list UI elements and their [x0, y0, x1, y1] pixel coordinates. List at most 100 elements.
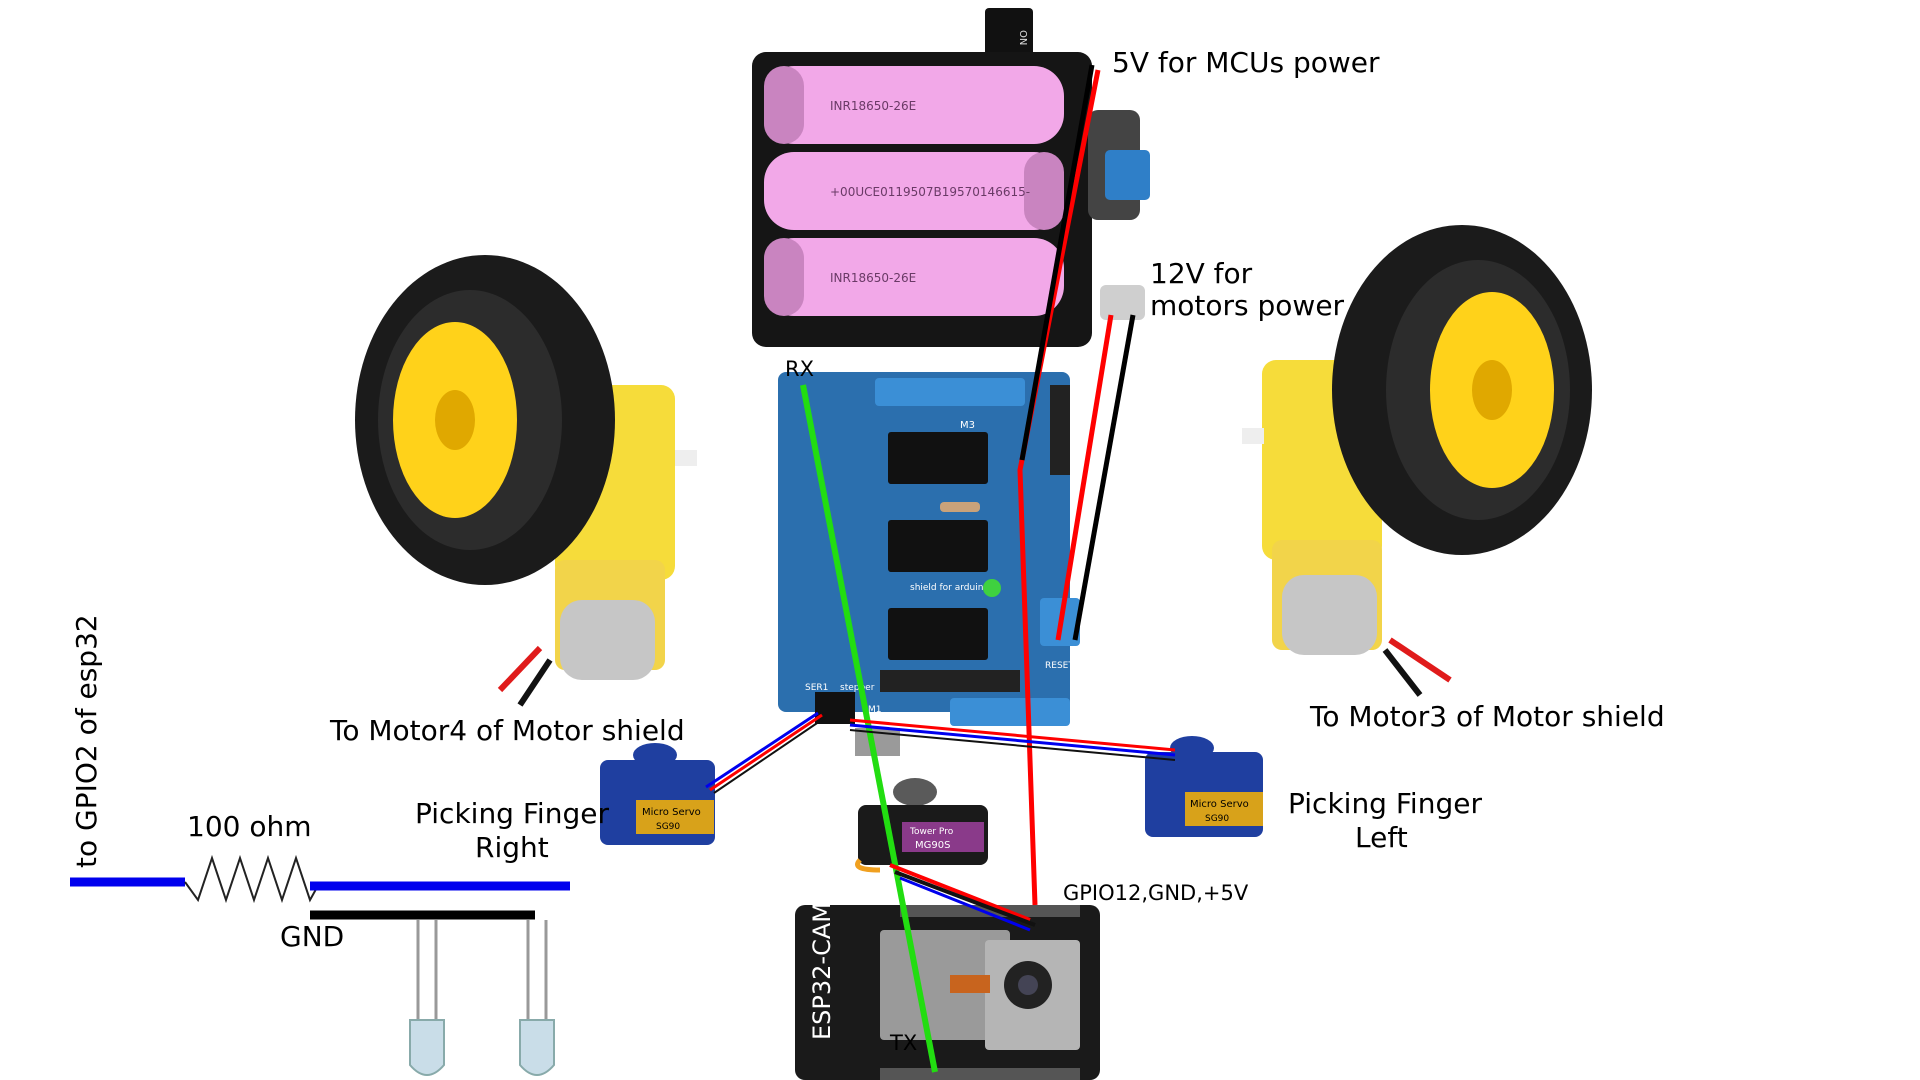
battery-cell-text: +00UCE0119507B19570146615-	[830, 185, 1030, 199]
label-mcu-power: 5V for MCUs power	[1112, 46, 1380, 79]
power-led	[983, 579, 1001, 597]
terminal-block-bottom	[950, 698, 1070, 726]
led-body	[409, 1019, 445, 1076]
servo-brand: Micro Servo	[1190, 799, 1249, 810]
battery-cell	[764, 152, 1064, 230]
driver-ic	[888, 520, 988, 572]
battery-cell	[764, 66, 1064, 144]
terminal-block-top	[875, 378, 1025, 406]
servo-label-plate	[902, 822, 984, 852]
shield-m3-label: M3	[960, 420, 975, 431]
battery-pack: ON INR18650-26E +00UCE0119507B1957014661…	[752, 8, 1150, 347]
camera-ribbon	[950, 975, 990, 993]
annotations: 5V for MCUs power 12V for motors power R…	[70, 46, 1665, 1055]
shield-reset-label: RESET	[1045, 661, 1074, 671]
battery-cell	[764, 238, 1064, 316]
driver-ic	[888, 432, 988, 484]
battery-switch	[985, 8, 1033, 58]
label-resistor: 100 ohm	[187, 810, 312, 843]
switch-on-label: ON	[1017, 30, 1028, 45]
motor-shield: M3 shield for arduino RESET M1 SER1 step…	[778, 372, 1080, 756]
led-body	[519, 1019, 555, 1076]
wire-gpio12-red	[889, 863, 1031, 922]
wire-12v-ground	[1072, 314, 1136, 641]
label-finger-right-line2: Right	[475, 831, 549, 864]
wire-servo-right-blue	[705, 711, 819, 789]
servo-model: MG90S	[915, 840, 950, 851]
esp-board-label: ESP32-CAM	[808, 902, 836, 1040]
wire-servo-left-blue	[849, 723, 1176, 757]
servo-label-plate	[1185, 792, 1263, 826]
label-finger-left-line1: Picking Finger	[1288, 787, 1482, 820]
wire-gpio12-black	[894, 870, 1036, 927]
motor-shaft	[675, 450, 697, 466]
wheel-center	[1472, 360, 1512, 420]
ir-led-right	[409, 920, 445, 1076]
wire-servo-right-red	[709, 713, 823, 792]
ir-led-left	[519, 920, 555, 1076]
battery-power-terminal	[1100, 285, 1145, 320]
label-finger-left-line2: Left	[1355, 821, 1408, 854]
motor3-red-lead	[1388, 637, 1452, 683]
wires	[705, 64, 1176, 1073]
left-wheel-motor	[355, 255, 697, 707]
right-wheel-motor	[1242, 225, 1592, 697]
battery-side-connector	[1105, 150, 1150, 200]
shield-m1-label: M1	[868, 705, 882, 715]
servo-lead	[855, 858, 881, 873]
servo-horn	[893, 778, 937, 806]
label-motor3: To Motor3 of Motor shield	[1309, 700, 1665, 733]
motor3-black-lead	[1382, 648, 1423, 697]
servo-brand: Tower Pro	[909, 827, 954, 837]
motor4-red-lead	[497, 645, 543, 693]
esp32-cam-board: ESP32-CAM	[795, 902, 1100, 1080]
servo-header	[815, 692, 855, 724]
label-rx: RX	[785, 357, 814, 381]
wire-servo-left-red	[849, 718, 1176, 752]
esp-pin-header-top	[900, 905, 1080, 917]
wire-5v-ground	[1019, 64, 1095, 461]
battery-cell-cap	[1024, 152, 1064, 230]
bottom-header	[880, 670, 1020, 692]
servo-brand: Micro Servo	[642, 807, 701, 818]
label-tx: TX	[889, 1031, 917, 1055]
wheel-center	[435, 390, 475, 450]
servo-center: Tower Pro MG90S	[855, 778, 988, 873]
wire-gpio12-blue	[899, 876, 1031, 932]
label-motor-power-line1: 12V for	[1150, 257, 1253, 290]
servo-model: SG90	[1205, 814, 1229, 824]
battery-cell-text: INR18650-26E	[830, 99, 916, 113]
motor-shaft	[1242, 428, 1264, 444]
label-gpio-pins: GPIO12,GND,+5V	[1063, 881, 1249, 905]
wire-12v-positive	[1055, 314, 1114, 641]
dc-motor-can	[1282, 575, 1377, 655]
shield-stepper-label: stepper	[840, 683, 875, 693]
header-pins-right	[1050, 385, 1070, 475]
shield-brand-label: shield for arduino	[910, 583, 989, 593]
servo-model: SG90	[656, 822, 680, 832]
esp-pin-header	[880, 1068, 1080, 1080]
battery-cell-cap	[764, 238, 804, 316]
battery-cell-cap	[764, 66, 804, 144]
servo-right: Micro Servo SG90	[600, 743, 715, 845]
battery-cell-text: INR18650-26E	[830, 271, 916, 285]
wire-rx-tx	[800, 384, 938, 1073]
wire-5v-mcu	[1017, 69, 1101, 906]
motor4-black-lead	[517, 658, 553, 707]
camera-lens-glass	[1018, 975, 1038, 995]
label-finger-right-line1: Picking Finger	[415, 797, 609, 830]
resistor-symbol	[184, 854, 321, 904]
label-motor-power-line2: motors power	[1150, 289, 1345, 322]
servo-label-plate	[636, 800, 714, 834]
resistor-smd	[940, 502, 980, 512]
dc-motor-can	[560, 600, 655, 680]
label-gnd: GND	[280, 920, 344, 953]
label-gpio2: to GPIO2 of esp32	[70, 614, 103, 868]
wire-servo-left-black	[849, 729, 1176, 761]
servo-left: Micro Servo SG90	[1145, 736, 1263, 837]
led-circuit	[70, 854, 570, 920]
wire-servo-right-black	[713, 716, 827, 794]
label-motor4: To Motor4 of Motor shield	[329, 714, 685, 747]
driver-ic	[888, 608, 988, 660]
